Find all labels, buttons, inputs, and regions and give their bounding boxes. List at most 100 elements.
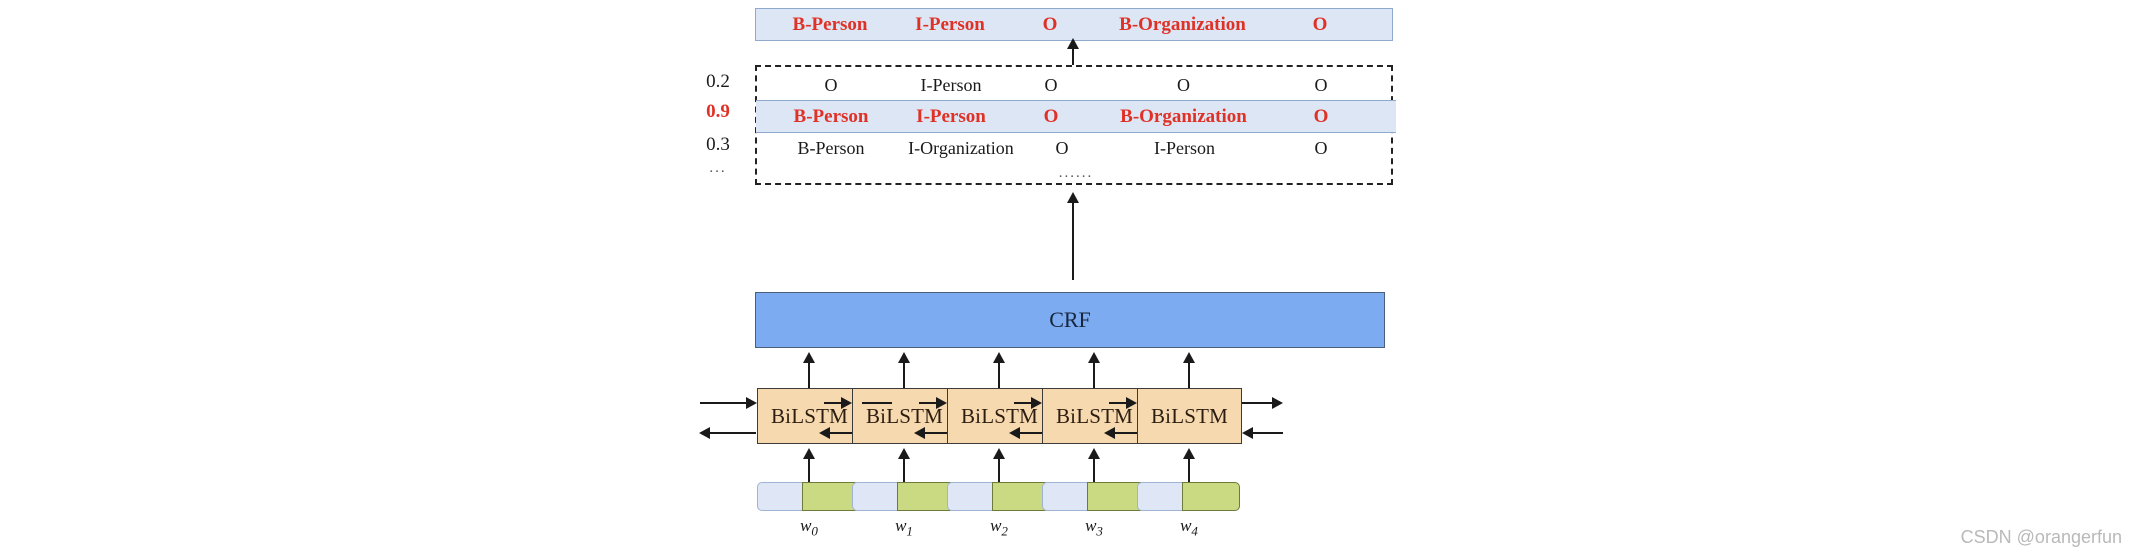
candidate-row-1: O I-Person O O O <box>757 70 1395 100</box>
backward-link-1-0 <box>830 432 852 434</box>
backward-arrow-out-icon <box>699 427 710 439</box>
arrow-bilstm-1-to-crf-icon <box>898 352 910 363</box>
arrow-crf-to-candidates-icon <box>1067 192 1079 203</box>
forward-link-3-4 <box>1109 402 1127 404</box>
candidate-sequences-panel: O I-Person O O O B-Person I-Person O B-O… <box>755 65 1396 185</box>
token-label-4: w4 <box>1137 516 1241 539</box>
candidate-score-ellipsis: ... <box>709 160 727 176</box>
candidate-score-2: 0.9 <box>706 101 730 122</box>
forward-link-0-1b <box>824 402 842 404</box>
embedding-box-1 <box>852 482 956 511</box>
embedding-3-word-part <box>1042 482 1088 511</box>
arrow-embed-4-to-bilstm-icon <box>1183 448 1195 459</box>
backward-arrow-2-1-icon <box>914 427 925 439</box>
backward-link-4-3 <box>1115 432 1137 434</box>
embedding-3-char-part <box>1087 482 1145 511</box>
candidate-body-ellipsis: ...... <box>1058 165 1094 181</box>
embedding-2-word-part <box>947 482 993 511</box>
token-label-3: w3 <box>1042 516 1146 539</box>
candidate-3-tag-0: B-Person <box>797 137 865 158</box>
connector-bilstm-3-to-crf <box>1093 362 1095 388</box>
candidate-1-tag-1: I-Person <box>920 74 982 95</box>
predicted-tag-4: O <box>1312 13 1328 35</box>
candidate-1-tag-0: O <box>824 74 838 95</box>
candidate-2-tag-4: O <box>1313 105 1329 127</box>
arrow-embed-0-to-bilstm-icon <box>803 448 815 459</box>
token-label-0-index: 0 <box>811 523 818 539</box>
forward-link-0-1 <box>862 402 892 404</box>
forward-arrow-in-icon <box>746 397 757 409</box>
backward-arrow-1-0-icon <box>819 427 830 439</box>
connector-embed-0-to-bilstm <box>808 458 810 484</box>
forward-arrow-2-3-icon <box>1031 397 1042 409</box>
connector-crf-to-candidates <box>1072 202 1074 280</box>
candidate-2-tag-1: I-Person <box>916 105 986 127</box>
candidate-3-tag-2: O <box>1055 137 1069 158</box>
arrow-embed-1-to-bilstm-icon <box>898 448 910 459</box>
backward-link-2-1 <box>925 432 947 434</box>
token-label-4-base: w <box>1180 516 1192 535</box>
embedding-1-word-part <box>852 482 898 511</box>
crf-layer-box: CRF <box>755 292 1385 348</box>
embedding-4-char-part <box>1182 482 1240 511</box>
token-label-1-base: w <box>895 516 907 535</box>
token-label-0: w0 <box>757 516 861 539</box>
token-label-2: w2 <box>947 516 1051 539</box>
candidate-2-tag-3: B-Organization <box>1120 105 1247 127</box>
embedding-box-4 <box>1137 482 1241 511</box>
forward-link-2-3 <box>1014 402 1032 404</box>
candidate-row-3: B-Person I-Organization O I-Person O <box>757 133 1395 163</box>
embedding-box-0 <box>757 482 861 511</box>
arrow-bilstm-4-to-crf-icon <box>1183 352 1195 363</box>
candidate-3-tag-4: O <box>1314 137 1328 158</box>
predicted-tag-3: B-Organization <box>1119 13 1246 35</box>
bilstm-cell-2: BiLSTM <box>947 388 1052 444</box>
arrow-embed-3-to-bilstm-icon <box>1088 448 1100 459</box>
candidate-1-tag-2: O <box>1044 74 1058 95</box>
connector-embed-3-to-bilstm <box>1093 458 1095 484</box>
candidate-1-tag-3: O <box>1177 74 1190 95</box>
embedding-box-2 <box>947 482 1051 511</box>
predicted-tag-1: I-Person <box>915 13 985 35</box>
arrow-embed-2-to-bilstm-icon <box>993 448 1005 459</box>
backward-arrow-4-3-icon <box>1104 427 1115 439</box>
predicted-tag-0: B-Person <box>792 13 868 35</box>
candidate-3-tag-1: I-Organization <box>908 137 1014 158</box>
forward-arrow-3-4-icon <box>1126 397 1137 409</box>
embedding-1-char-part <box>897 482 955 511</box>
token-label-1: w1 <box>852 516 956 539</box>
forward-arrow-1-2-icon <box>936 397 947 409</box>
candidate-1-tag-4: O <box>1314 74 1328 95</box>
embedding-box-3 <box>1042 482 1146 511</box>
token-label-2-index: 2 <box>1001 523 1008 539</box>
predicted-sequence-box: B-Person I-Person O B-Organization O <box>755 8 1393 41</box>
token-label-4-index: 4 <box>1191 523 1198 539</box>
backward-link-out <box>710 432 756 434</box>
candidate-score-3: 0.3 <box>706 134 730 155</box>
predicted-tag-2: O <box>1042 13 1058 35</box>
connector-bilstm-0-to-crf <box>808 362 810 388</box>
embedding-0-char-part <box>802 482 860 511</box>
arrow-bilstm-2-to-crf-icon <box>993 352 1005 363</box>
embedding-2-char-part <box>992 482 1050 511</box>
candidate-2-tag-0: B-Person <box>793 105 869 127</box>
bilstm-cell-1-label: BiLSTM <box>865 403 944 428</box>
csdn-watermark: CSDN @orangerfun <box>1960 527 2122 547</box>
token-label-1-index: 1 <box>906 523 913 539</box>
candidate-3-tag-3: I-Person <box>1154 137 1215 158</box>
bilstm-cell-2-label: BiLSTM <box>960 403 1039 428</box>
forward-link-in <box>700 402 746 404</box>
candidate-2-tag-2: O <box>1043 105 1059 127</box>
arrow-bilstm-3-to-crf-icon <box>1088 352 1100 363</box>
embedding-4-word-part <box>1137 482 1183 511</box>
token-label-3-index: 3 <box>1096 523 1103 539</box>
connector-bilstm-4-to-crf <box>1188 362 1190 388</box>
connector-candidates-to-output <box>1072 48 1074 68</box>
connector-embed-2-to-bilstm <box>998 458 1000 484</box>
arrow-bilstm-0-to-crf-icon <box>803 352 815 363</box>
candidate-row-2-selected: B-Person I-Person O B-Organization O <box>756 100 1396 133</box>
token-label-0-base: w <box>800 516 812 535</box>
bilstm-cell-4: BiLSTM <box>1137 388 1242 444</box>
connector-embed-4-to-bilstm <box>1188 458 1190 484</box>
